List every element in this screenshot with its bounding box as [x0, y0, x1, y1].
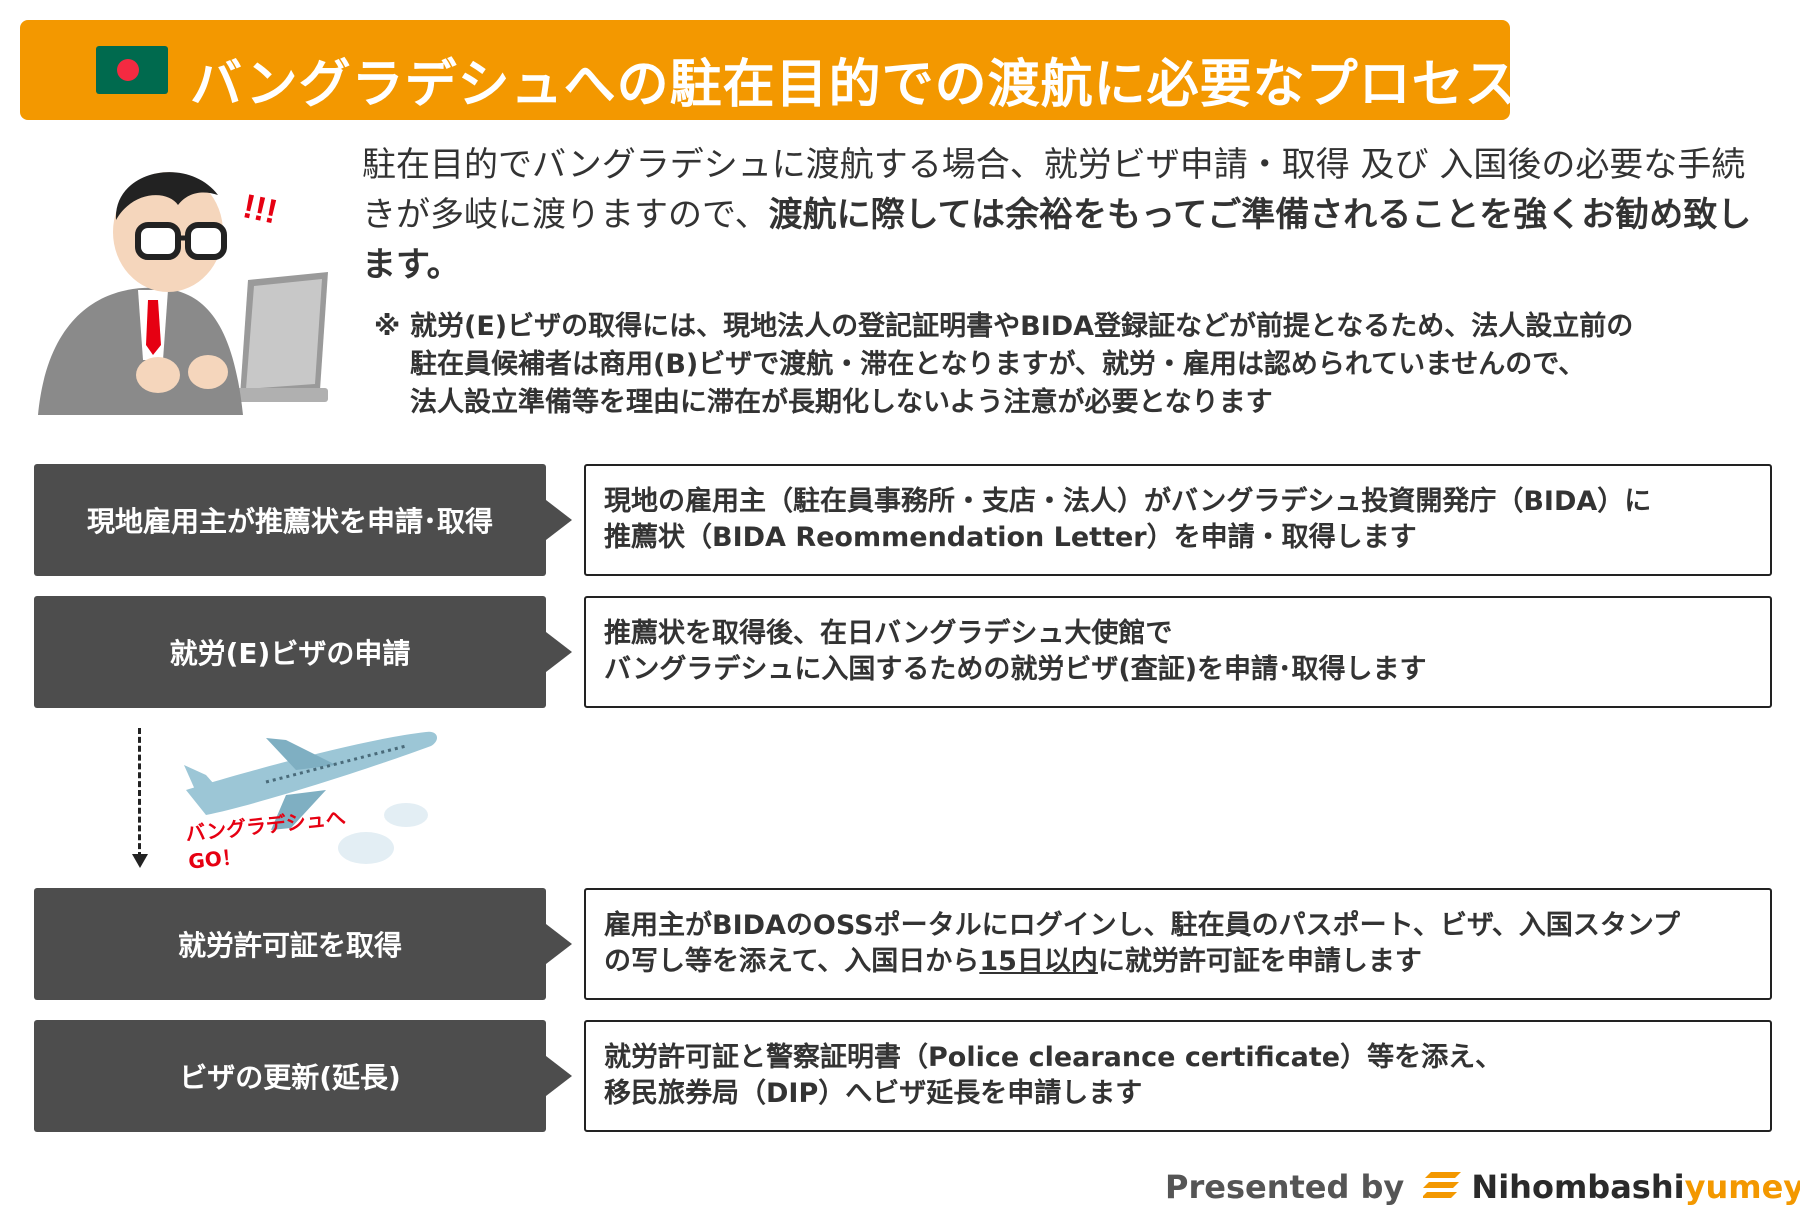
step-desc-visa-application: 推薦状を取得後、在日バングラデシュ大使館で バングラデシュに入国するための就労ビ…: [584, 596, 1772, 708]
step-desc-line: 現地の雇用主（駐在員事務所・支店・法人）がバングラデシュ投資開発庁（BIDA）に: [604, 486, 1652, 517]
intro-emphasis: 渡航に際しては余裕をもってご準備されることを強くお勧め致します。: [362, 195, 1752, 285]
brand-logo-icon: [1421, 1170, 1463, 1208]
page-title: バングラデシュへの駐在目的での渡航に必要なプロセス: [190, 55, 1518, 115]
note-line-1: ※ 就労(E)ビザの取得には、現地法人の登記証明書やBIDA登録証などが前提となる…: [374, 308, 1774, 346]
note-line-2: 駐在員候補者は商用(B)ビザで渡航・滞在となりますが、就労・雇用は認められていま…: [410, 349, 1586, 380]
step-desc-visa-extension: 就労許可証と警察証明書（Police clearance certificate…: [584, 1020, 1772, 1132]
step-label-visa-application: 就労(E)ビザの申請: [34, 596, 572, 708]
intro-text: 駐在目的でバングラデシュに渡航する場合、就労ビザ申請・取得 及び 入国後の必要な…: [362, 145, 1746, 235]
step-desc-text: に就労許可証を申請します: [1097, 946, 1422, 977]
title-banner: バングラデシュへの駐在目的での渡航に必要なプロセス: [20, 20, 1517, 120]
step-desc-line: 推薦状（BIDA Reommendation Letter）を申請・取得します: [604, 522, 1417, 553]
visa-note: ※ 就労(E)ビザの取得には、現地法人の登記証明書やBIDA登録証などが前提となる…: [374, 308, 1774, 422]
step-desc-work-permit: 雇用主がBIDAのOSSポータルにログインし、駐在員のパスポート、ビザ、入国スタ…: [584, 888, 1772, 1000]
deadline-emphasis: 15日以内: [979, 946, 1098, 977]
step-desc-recommendation: 現地の雇用主（駐在員事務所・支店・法人）がバングラデシュ投資開発庁（BIDA）に…: [584, 464, 1772, 576]
step-desc-line: 推薦状を取得後、在日バングラデシュ大使館で: [604, 618, 1173, 649]
dashed-arrow-line: [138, 728, 141, 858]
note-text-1: 就労(E)ビザの取得には、現地法人の登記証明書やBIDA登録証などが前提となるた…: [410, 311, 1634, 342]
step-desc-line: の写し等を添えて、入国日から15日以内に就労許可証を申請します: [604, 944, 1680, 980]
step-desc-line: 移民旅券局（DIP）へビザ延長を申請します: [604, 1078, 1143, 1109]
airplane-icon: [176, 720, 446, 874]
step-desc-text: の写し等を添えて、入国日から: [604, 946, 980, 977]
svg-text:!!!: !!!: [240, 187, 281, 231]
arrow-down-icon: [132, 854, 148, 868]
step-desc-line: バングラデシュに入国するための就労ビザ(査証)を申請･取得します: [604, 654, 1427, 685]
step-label-work-permit: 就労許可証を取得: [34, 888, 572, 1000]
intro-paragraph: 駐在目的でバングラデシュに渡航する場合、就労ビザ申請・取得 及び 入国後の必要な…: [362, 140, 1762, 290]
step-label-recommendation: 現地雇用主が推薦状を申請･取得: [34, 464, 572, 576]
presented-by-label: Presented by: [1165, 1168, 1405, 1206]
step-desc-line: 雇用主がBIDAのOSSポータルにログインし、駐在員のパスポート、ビザ、入国スタ…: [604, 910, 1681, 941]
bangladesh-flag-icon: [96, 46, 168, 94]
footer-credit: Presented by Nihombashiyumeya: [1165, 1168, 1800, 1208]
brand-name-part-1: Nihombashi: [1471, 1168, 1685, 1206]
note-line-3: 法人設立準備等を理由に滞在が長期化しないよう注意が必要となります: [410, 387, 1273, 418]
step-label-visa-extension: ビザの更新(延長): [34, 1020, 572, 1132]
step-desc-line: 就労許可証と警察証明書（Police clearance certificate…: [604, 1042, 1503, 1073]
note-mark: ※: [374, 311, 401, 342]
flag-red-disc: [117, 59, 139, 81]
brand-name-part-2: yumeya: [1684, 1168, 1800, 1206]
businessman-illustration: !!!: [28, 160, 348, 424]
